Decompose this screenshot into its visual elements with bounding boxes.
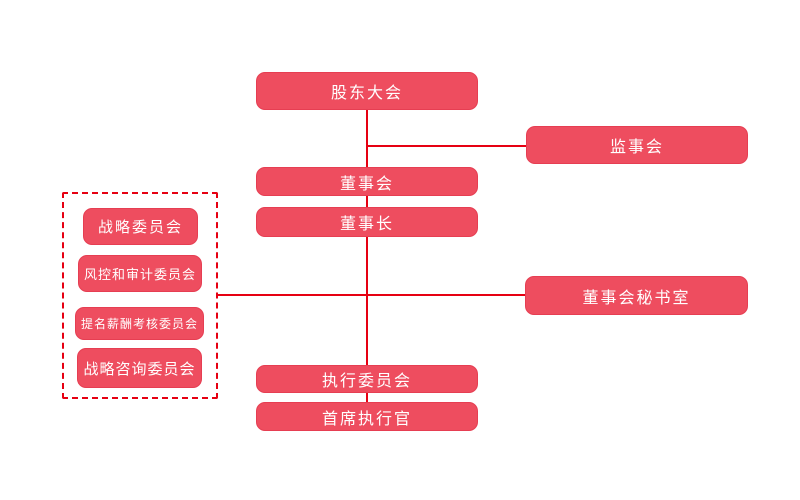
- node-supervisory-board: 监事会: [526, 126, 748, 164]
- node-board-secretary-office: 董事会秘书室: [525, 276, 748, 315]
- node-chairman: 董事长: [256, 207, 478, 237]
- node-ceo: 首席执行官: [256, 402, 478, 431]
- node-strategy-advisory-committee: 战略咨询委员会: [77, 348, 202, 388]
- connector-committees-to-secretary: [218, 294, 526, 296]
- connector-to-supervisory-board: [366, 145, 527, 147]
- connector-main-vertical: [366, 110, 368, 402]
- node-executive-committee: 执行委员会: [256, 365, 478, 393]
- committee-group-dashed-box: [62, 192, 218, 399]
- node-shareholders-meeting: 股东大会: [256, 72, 478, 110]
- node-risk-audit-committee: 风控和审计委员会: [78, 255, 202, 292]
- node-strategy-committee: 战略委员会: [83, 208, 198, 245]
- node-board-of-directors: 董事会: [256, 167, 478, 196]
- node-nomination-remuneration-committee: 提名薪酬考核委员会: [75, 307, 204, 340]
